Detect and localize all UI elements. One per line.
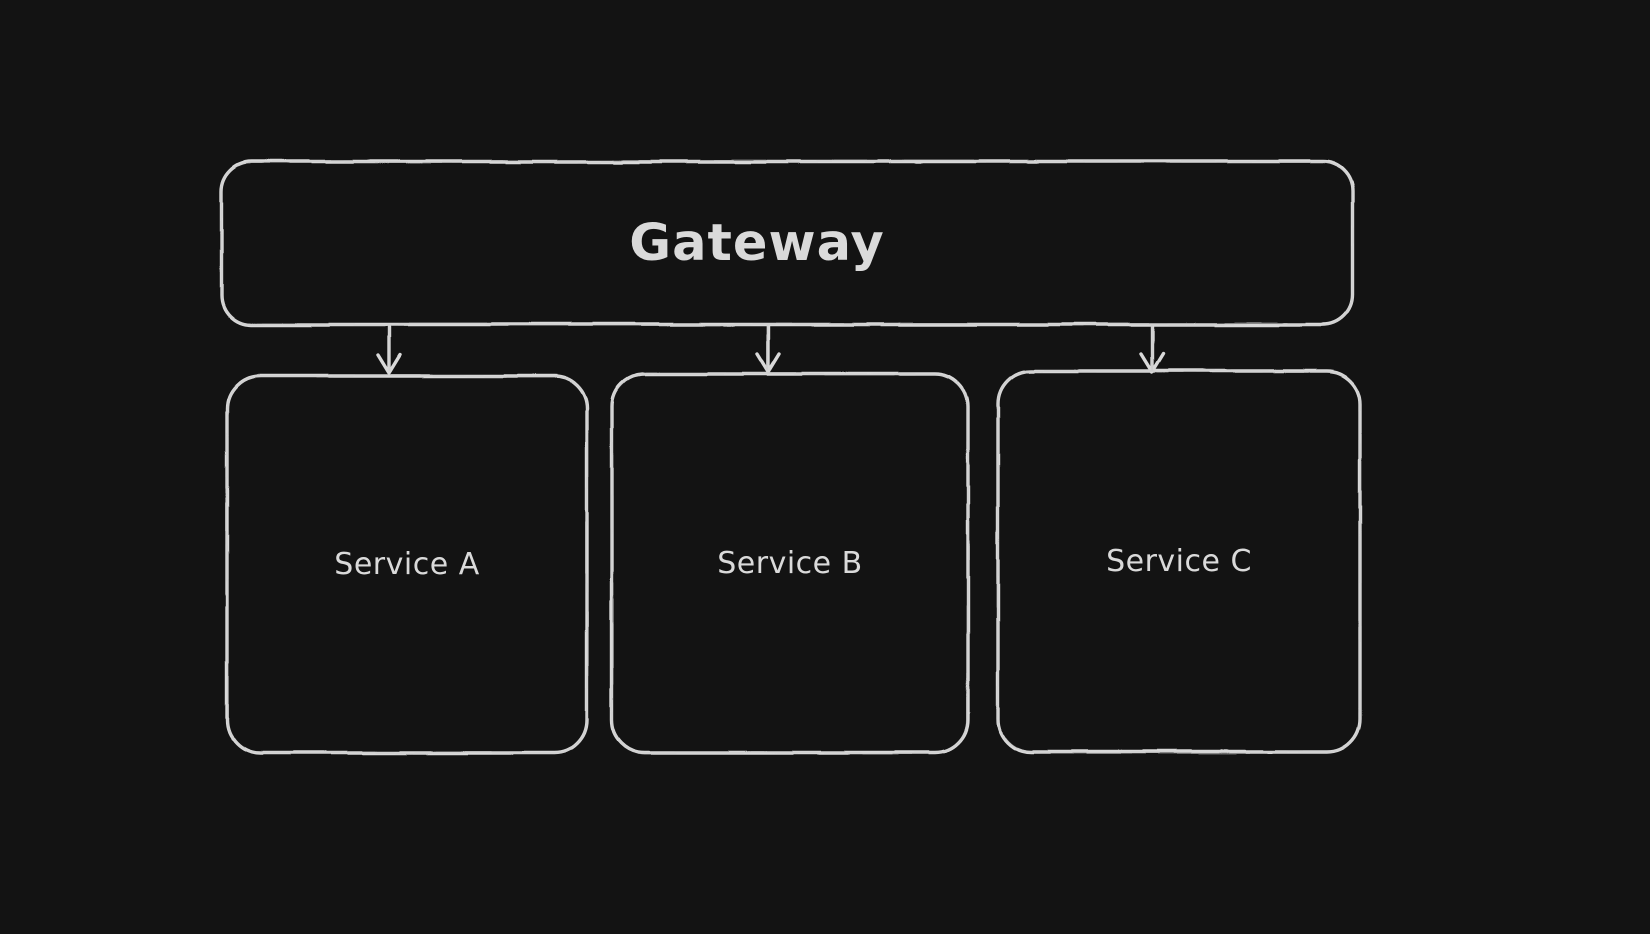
service-c-box-stroke-overlay [997, 370, 1361, 753]
service-c-box-stroke [996, 369, 1362, 754]
service-a-box[interactable] [225, 374, 589, 755]
service-c-box[interactable] [996, 369, 1362, 754]
service-b-box-stroke [610, 372, 970, 755]
service-b-box[interactable] [610, 372, 970, 755]
gateway-box[interactable] [219, 159, 1355, 327]
gateway-box-stroke-overlay [220, 160, 1354, 326]
service-a-box-stroke-overlay [226, 375, 588, 754]
service-a-box-stroke [225, 374, 589, 755]
service-b-box-stroke-overlay [611, 373, 969, 754]
gateway-box-stroke [219, 159, 1355, 327]
